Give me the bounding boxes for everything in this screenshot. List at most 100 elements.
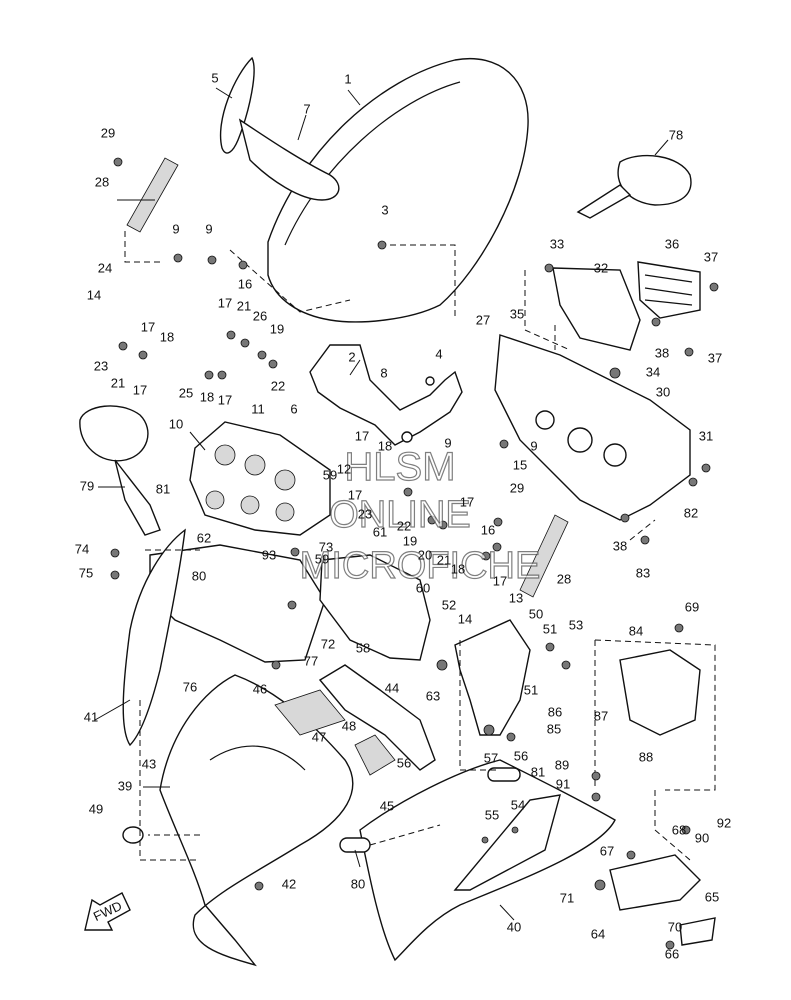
assembly-guide-lines <box>124 230 716 861</box>
callout: 18 <box>451 561 465 576</box>
stay-bottom-part <box>609 854 716 946</box>
callout: 39 <box>118 778 132 793</box>
watermark-line-2: ONLINE <box>329 494 470 536</box>
callout: 4 <box>435 346 442 361</box>
callout: 37 <box>704 249 718 264</box>
callout: 88 <box>639 749 653 764</box>
callout: 9 <box>444 435 451 450</box>
callout: 23 <box>358 506 372 521</box>
callout: 28 <box>95 174 109 189</box>
callout: 7 <box>303 101 310 116</box>
callout: 9 <box>205 221 212 236</box>
duct-part <box>318 664 436 771</box>
callout: 17 <box>355 428 369 443</box>
callout: 64 <box>591 926 605 941</box>
callout: 10 <box>169 416 183 431</box>
callout: 8 <box>380 365 387 380</box>
callout: 82 <box>684 505 698 520</box>
callout: 51 <box>543 621 557 636</box>
leader-lines <box>94 87 669 921</box>
side-cover-part <box>359 759 616 962</box>
callout: 70 <box>668 919 682 934</box>
callout: 13 <box>509 590 523 605</box>
grommet-part <box>487 767 521 782</box>
callout: 22 <box>397 518 411 533</box>
callout: 68 <box>672 822 686 837</box>
callout: 53 <box>569 617 583 632</box>
callout: 80 <box>192 568 206 583</box>
callout: 81 <box>156 481 170 496</box>
callout: 3 <box>381 202 388 217</box>
callout: 36 <box>665 236 679 251</box>
callout: 89 <box>555 757 569 772</box>
callout: 12 <box>337 461 351 476</box>
fasteners <box>110 157 719 950</box>
callout: 16 <box>481 522 495 537</box>
callout: 21 <box>237 298 251 313</box>
callout: 51 <box>524 682 538 697</box>
callout: 30 <box>656 384 670 399</box>
callout: 73 <box>319 539 333 554</box>
callout: 59 <box>323 467 337 482</box>
callout: 16 <box>238 276 252 291</box>
callout: 25 <box>179 385 193 400</box>
callout: 28 <box>557 571 571 586</box>
callout: 55 <box>485 807 499 822</box>
callout: 46 <box>253 681 267 696</box>
callout: 71 <box>560 890 574 905</box>
callout: 48 <box>342 718 356 733</box>
callout: 2 <box>348 349 355 364</box>
callout: 9 <box>172 221 179 236</box>
callout: 69 <box>685 599 699 614</box>
callout: 32 <box>594 260 608 275</box>
callout: 26 <box>253 308 267 323</box>
callout: 9 <box>530 438 537 453</box>
callout: 20 <box>418 547 432 562</box>
callout: 18 <box>200 389 214 404</box>
callout: 66 <box>665 946 679 961</box>
callout: 31 <box>699 428 713 443</box>
callout: 59 <box>315 551 329 566</box>
callout: 19 <box>403 533 417 548</box>
callout: 67 <box>600 843 614 858</box>
callout: 63 <box>426 688 440 703</box>
callout: 74 <box>75 541 89 556</box>
callout: 23 <box>94 358 108 373</box>
callout: 29 <box>510 480 524 495</box>
callout: 81 <box>531 764 545 779</box>
wind-deflector-part <box>219 56 340 201</box>
callout: 77 <box>304 653 318 668</box>
callout: 17 <box>218 392 232 407</box>
callout: 14 <box>458 611 472 626</box>
callout: 18 <box>378 438 392 453</box>
callout: 44 <box>385 680 399 695</box>
callout: 52 <box>442 597 456 612</box>
callout: 72 <box>321 636 335 651</box>
callout: 40 <box>507 919 521 934</box>
callout: 37 <box>708 350 722 365</box>
callout: 91 <box>556 776 570 791</box>
callout: 6 <box>290 401 297 416</box>
callout: 17 <box>133 382 147 397</box>
callout: 18 <box>160 329 174 344</box>
callout: 33 <box>550 236 564 251</box>
inner-cover-right-part <box>454 619 531 736</box>
callout: 34 <box>646 364 660 379</box>
callout: 62 <box>197 530 211 545</box>
callout: 17 <box>218 295 232 310</box>
callout: 57 <box>484 750 498 765</box>
callout: 41 <box>84 709 98 724</box>
callout: 54 <box>511 797 525 812</box>
callout: 17 <box>141 319 155 334</box>
callout: 14 <box>87 287 101 302</box>
callout: 19 <box>270 321 284 336</box>
damper-strip-part <box>126 157 569 598</box>
callout: 45 <box>380 798 394 813</box>
watermark: HLSM ONLINE MICROFICHE <box>299 444 541 587</box>
callout: 75 <box>79 565 93 580</box>
relay-box-part <box>619 649 701 736</box>
right-mirror-part <box>576 154 692 219</box>
callout: 90 <box>695 830 709 845</box>
